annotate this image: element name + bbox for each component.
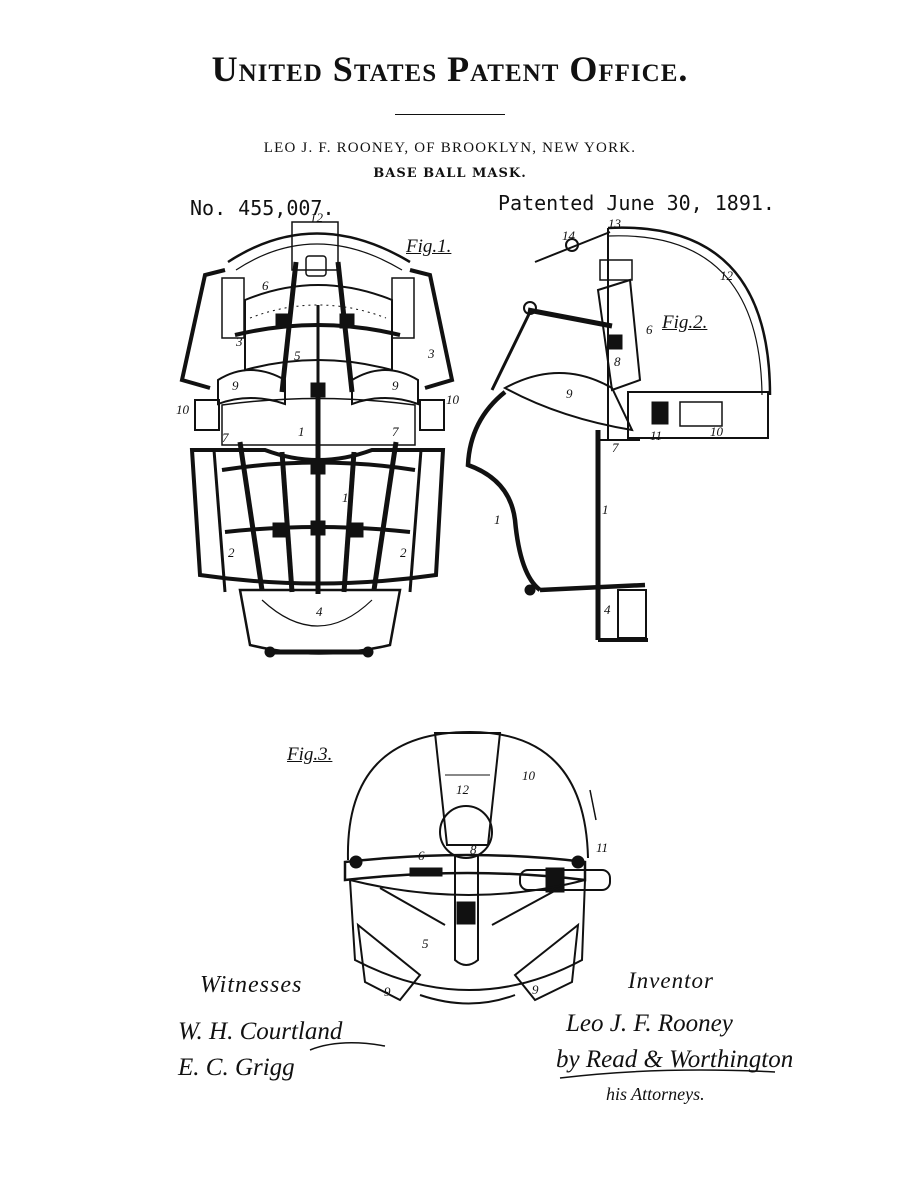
title-divider <box>395 114 505 115</box>
fig3-top-view-drawing <box>343 730 611 1005</box>
fig2-ref: 10 <box>710 424 723 439</box>
fig2-ref: 9 <box>566 386 573 401</box>
attorneys-note: his Attorneys. <box>606 1084 705 1104</box>
attorney-signature: by Read & Worthington <box>556 1046 794 1073</box>
fig2-ref: 8 <box>614 354 621 369</box>
fig3-ref: 10 <box>522 768 535 783</box>
fig3-ref: 8 <box>470 842 477 857</box>
fig2-ref: 1 <box>494 512 501 527</box>
fig3-ref: 9 <box>384 984 391 999</box>
fig3-ref: 6 <box>418 848 425 863</box>
fig3-ref: 12 <box>456 782 469 797</box>
fig2-ref: 4 <box>604 602 611 617</box>
signature-flourishes <box>309 1042 776 1079</box>
fig1-ref: 7 <box>222 430 229 445</box>
fig2-ref: 13 <box>608 216 621 231</box>
fig1-ref: 12 <box>310 210 323 225</box>
fig1-ref: 2 <box>400 545 407 560</box>
fig1-ref: 9 <box>232 378 239 393</box>
fig3-ref: 11 <box>596 840 609 855</box>
fig2-side-view-drawing <box>465 226 772 642</box>
fig1-ref: 5 <box>294 348 301 363</box>
patent-date: Patented June 30, 1891. <box>498 191 775 215</box>
fig3-label: Fig.3. <box>287 744 333 765</box>
fig1-front-view-drawing <box>179 221 455 658</box>
witness-1-signature: W. H. Courtland <box>178 1018 343 1045</box>
fig1-ref: 3 <box>236 334 243 349</box>
fig1-ref: 10 <box>176 402 189 417</box>
fig1-ref: 4 <box>316 604 323 619</box>
fig1-ref: 2 <box>228 545 235 560</box>
fig2-ref: 14 <box>562 228 575 243</box>
fig1-ref: 1 <box>342 490 349 505</box>
fig2-ref: 11 <box>650 428 663 443</box>
inventor-line: LEO J. F. ROONEY, OF BROOKLYN, NEW YORK. <box>263 140 637 156</box>
fig1-ref: 9 <box>392 378 399 393</box>
fig2-ref: 7 <box>612 440 619 455</box>
witnesses-label: Witnesses <box>200 972 303 998</box>
fig3-ref: 5 <box>422 936 429 951</box>
inventor-signature: Leo J. F. Rooney <box>566 1010 733 1037</box>
fig2-ref: 6 <box>646 322 653 337</box>
fig1-ref: 10 <box>446 392 459 407</box>
fig2-label: Fig.2. <box>662 312 708 333</box>
office-title: United States Patent Office. <box>211 49 689 89</box>
fig1-label: Fig.1. <box>406 236 452 257</box>
patent-number: No. 455,007. <box>190 196 335 220</box>
fig1-ref: 7 <box>392 424 399 439</box>
fig1-ref: 1 <box>298 424 305 439</box>
fig2-ref: 12 <box>720 268 733 283</box>
invention-title: BASE BALL MASK. <box>373 166 527 181</box>
fig3-ref: 9 <box>532 982 539 997</box>
fig2-ref: 1 <box>602 502 609 517</box>
inventor-label: Inventor <box>628 968 714 993</box>
witness-2-signature: E. C. Grigg <box>178 1054 295 1081</box>
fig1-ref: 3 <box>428 346 435 361</box>
fig1-ref: 6 <box>262 278 269 293</box>
